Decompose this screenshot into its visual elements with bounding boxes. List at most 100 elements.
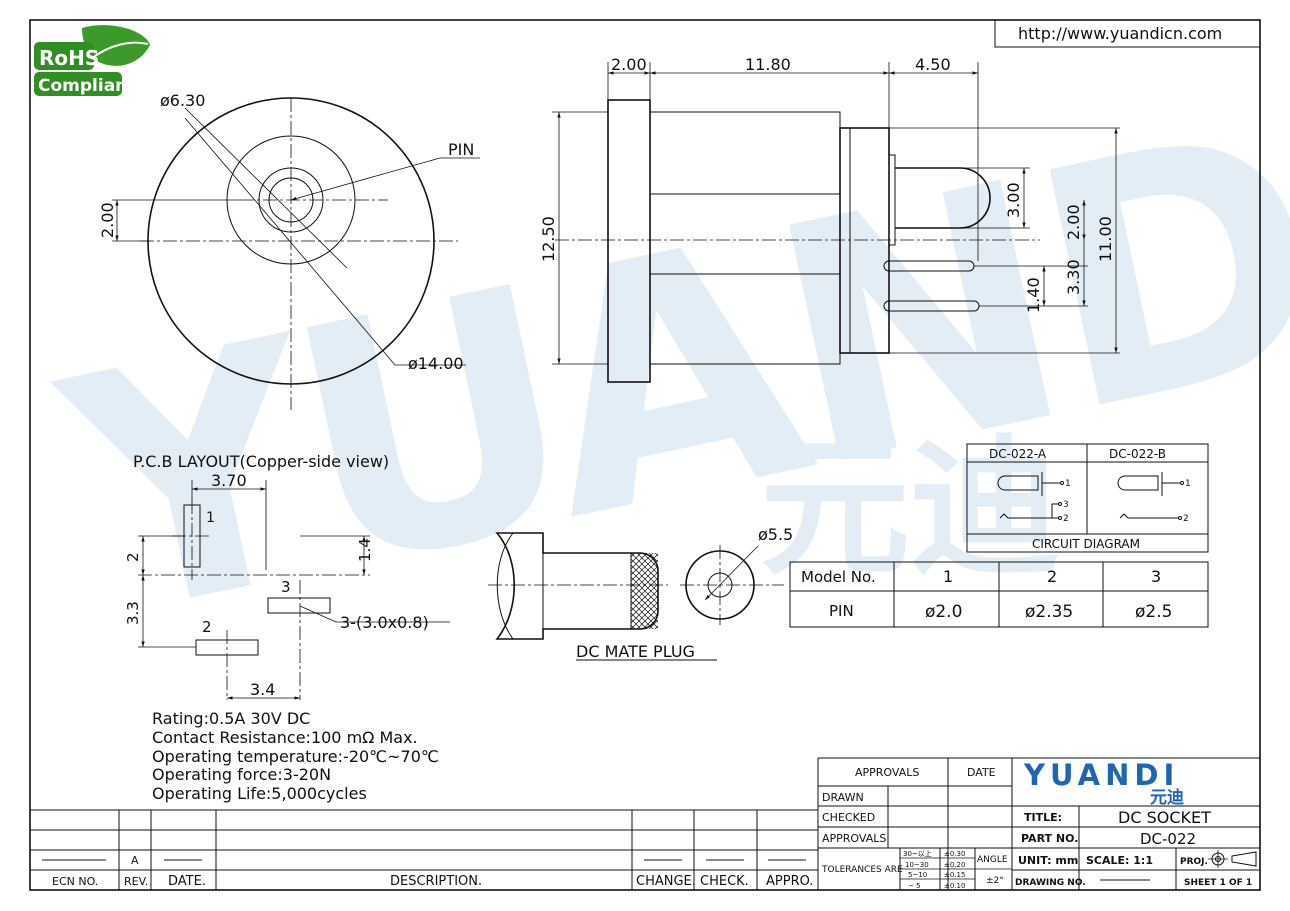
- circuit-a-1: 1: [1065, 479, 1071, 489]
- label-date: DATE.: [168, 874, 206, 889]
- circuit-title: CIRCUIT DIAGRAM: [1032, 537, 1140, 551]
- table-header-model: Model No.: [801, 568, 876, 586]
- specifications: Rating:0.5A 30V DC Contact Resistance:10…: [152, 709, 439, 803]
- tb-scale: SCALE: 1:1: [1086, 854, 1153, 867]
- table-cell-pin: PIN: [829, 602, 854, 620]
- pcb-layout: P.C.B LAYOUT(Copper-side view) 3.70 1 2 …: [124, 452, 450, 700]
- tb-approvals-header: APPROVALS: [855, 766, 919, 779]
- website-url: http://www.yuandicn.com: [1018, 24, 1222, 43]
- pcb-pad-3-label: 3: [281, 578, 291, 596]
- tb-tolerances: TOLERANCES ARE: [821, 865, 903, 875]
- tb-tol-range-2: 10~30: [905, 861, 929, 869]
- pcb-pad-3: [267, 597, 331, 614]
- side-dim-lower: 3.30: [1064, 259, 1083, 295]
- spec-temperature: Operating temperature:-20℃~70℃: [152, 747, 439, 766]
- circuit-b-2: 2: [1183, 514, 1189, 524]
- circuit-b-1: 1: [1185, 479, 1191, 489]
- tb-part-label: PART NO.: [1021, 832, 1078, 845]
- pcb-pad-2-label: 2: [202, 618, 212, 636]
- tb-tol-range-3: 5~10: [908, 871, 927, 879]
- pcb-slot-label: 3-(3.0x0.8): [340, 613, 429, 632]
- dc-mate-plug: DC MATE PLUG ø5.5: [488, 525, 793, 661]
- circuit-diagram: DC-022-A DC-022-B CIRCUIT DIAGRAM 1 3 2 …: [966, 443, 1209, 553]
- svg-text:元迪: 元迪: [760, 422, 1060, 596]
- tb-angle-value: ±2°: [986, 876, 1004, 886]
- tb-tol-value-2: ±0.20: [944, 861, 965, 869]
- side-dim-height: 12.50: [539, 216, 558, 262]
- pcb-title: P.C.B LAYOUT(Copper-side view): [133, 452, 389, 471]
- table-header-2: 2: [1047, 567, 1057, 586]
- projection-symbol-icon: [1208, 850, 1257, 868]
- table-cell-1: ø2.0: [925, 602, 962, 622]
- pcb-pad-1-label: 1: [206, 510, 215, 526]
- spec-life: Operating Life:5,000cycles: [152, 784, 367, 803]
- side-dim-body: 11.00: [1096, 216, 1115, 262]
- tb-projection: PROJ.: [1180, 857, 1208, 867]
- front-offset-dim: 2.00: [98, 202, 117, 238]
- label-description: DESCRIPTION.: [390, 874, 482, 889]
- side-dim-center: 2.00: [1064, 204, 1083, 240]
- label-check: CHECK.: [700, 874, 749, 889]
- plug-title: DC MATE PLUG: [576, 642, 695, 661]
- tb-drawn: DRAWN: [822, 791, 864, 804]
- pcb-dim-width: 3.70: [211, 471, 247, 490]
- yuandi-logo-cjk: 元迪: [1150, 787, 1184, 808]
- tb-tol-range-1: 30~以上: [903, 849, 932, 858]
- side-dim-pin-height: 3.00: [1004, 182, 1023, 218]
- circuit-label-b: DC-022-B: [1109, 447, 1166, 461]
- yuandi-logo: YUANDI: [1023, 758, 1179, 792]
- table-cell-3: ø2.5: [1135, 602, 1172, 622]
- front-view: ø14.00 ø6.30 PIN 2.00: [98, 91, 480, 410]
- tb-approvals: APPROVALS: [822, 832, 886, 845]
- tb-checked: CHECKED: [822, 811, 875, 824]
- pcb-dim-2: 2: [124, 552, 142, 562]
- table-cell-2: ø2.35: [1025, 602, 1073, 622]
- tb-drawing-no: DRAWING NO.: [1015, 878, 1086, 888]
- label-change: CHANGE.: [636, 874, 696, 889]
- front-diameter-mid: ø6.30: [160, 91, 205, 110]
- side-dim-tab: 1.40: [1024, 277, 1043, 313]
- model-table: Model No. 1 2 3 PIN ø2.0 ø2.35 ø2.5: [789, 561, 1209, 628]
- title-block: APPROVALS DATE DRAWN CHECKED APPROVALS T…: [818, 757, 1260, 890]
- label-ecn: ECN NO.: [52, 875, 98, 888]
- tb-title-value: DC SOCKET: [1118, 808, 1211, 827]
- table-header-1: 1: [943, 567, 953, 586]
- circuit-a-3: 3: [1063, 500, 1069, 510]
- side-view: 2.00 11.80 4.50 12.50 3.00 2.00 3.30 1.4…: [539, 55, 1120, 383]
- sheet-border: [29, 19, 1261, 891]
- pcb-dim-34: 3.4: [250, 680, 275, 699]
- side-dim-flange: 2.00: [611, 55, 647, 74]
- tb-tol-value-3: ±0.15: [944, 871, 965, 879]
- pcb-dim-14: 1.4: [356, 538, 374, 562]
- compliant-text: Compliant: [38, 76, 135, 96]
- revision-value: A: [131, 854, 139, 867]
- spec-resistance: Contact Resistance:100 mΩ Max.: [152, 728, 418, 747]
- pcb-dim-33: 3.3: [124, 601, 142, 625]
- svg-text:YUANDI: YUANDI: [35, 33, 1290, 693]
- side-dim-thread: 11.80: [745, 55, 791, 74]
- tb-tol-value-1: ±0.30: [944, 850, 965, 858]
- url-box: http://www.yuandicn.com: [994, 19, 1261, 48]
- spec-force: Operating force:3-20N: [152, 765, 331, 784]
- front-diameter-outer: ø14.00: [408, 354, 464, 373]
- spec-rating: Rating:0.5A 30V DC: [152, 709, 310, 728]
- table-header-3: 3: [1151, 567, 1161, 586]
- tb-date-header: DATE: [967, 766, 996, 779]
- tb-sheet: SHEET 1 OF 1: [1184, 878, 1252, 888]
- rohs-text: RoHS: [39, 46, 99, 70]
- tb-angle: ANGLE: [977, 855, 1008, 865]
- circuit-a-2: 2: [1063, 514, 1069, 524]
- tb-tol-range-4: ~ 5: [908, 882, 921, 890]
- front-pin-label: PIN: [448, 140, 474, 159]
- label-appro: APPRO.: [766, 874, 813, 889]
- label-rev: REV.: [124, 875, 148, 888]
- revision-table: A ECN NO. REV. DATE. DESCRIPTION. CHANGE…: [30, 758, 819, 890]
- tb-unit: UNIT: mm: [1018, 854, 1078, 867]
- tb-title-label: TITLE:: [1024, 811, 1062, 824]
- side-dim-pin: 4.50: [915, 55, 951, 74]
- yuandi-watermark: YUANDI 元迪: [35, 33, 1290, 693]
- rohs-logo: RoHS Compliant: [34, 25, 150, 96]
- tb-tol-value-4: ±0.10: [944, 882, 965, 890]
- circuit-label-a: DC-022-A: [989, 447, 1047, 461]
